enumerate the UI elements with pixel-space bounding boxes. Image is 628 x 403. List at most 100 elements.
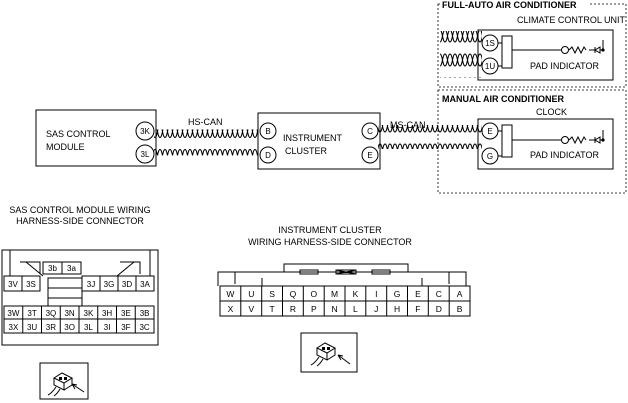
ic-pin-s: S — [269, 289, 275, 299]
sas-pin-3t: 3T — [27, 309, 36, 318]
ic-pin-n: N — [332, 304, 338, 314]
sas-module-label-2: MODULE — [46, 142, 85, 152]
ic-pin-c: C — [436, 289, 442, 299]
pin-g-clock-label: G — [487, 152, 493, 161]
pin-c-cluster-label: C — [367, 127, 373, 136]
sas-pin-3g: 3G — [104, 280, 115, 289]
ic-pin-w: W — [226, 289, 234, 299]
instrument-cluster: INSTRUMENT CLUSTER B D C E — [257, 112, 381, 170]
sas-connector: SAS CONTROL MODULE WIRING HARNESS-SIDE C… — [1, 205, 159, 346]
ic-pin-b: B — [457, 304, 463, 314]
ic-pin-l: L — [353, 304, 358, 314]
climate-control-unit-box — [477, 29, 614, 81]
pin-e-cluster — [361, 146, 379, 164]
ic-pin-g: G — [394, 289, 401, 299]
clock-label: CLOCK — [536, 107, 567, 117]
sas-pin-3x: 3X — [9, 323, 19, 332]
sas-pin-3i: 3I — [104, 323, 111, 332]
sas-pin-3d: 3D — [122, 280, 132, 289]
ic-connector-view-icon — [300, 332, 358, 373]
sas-pin-3j: 3J — [87, 280, 95, 289]
ic-row-1: W U S Q O M K I G E C A — [219, 285, 471, 302]
hs-can-label: HS-CAN — [188, 117, 223, 127]
sas-pin-3b: 3B — [140, 309, 150, 318]
ic-pin-v: V — [248, 304, 254, 314]
ic-pin-e: E — [415, 289, 421, 299]
sas-pin-3h: 3H — [102, 309, 112, 318]
manual-pad-indicator-label: PAD INDICATOR — [530, 150, 600, 160]
ic-pin-r: R — [290, 304, 296, 314]
sas-connector-view-icon — [39, 362, 89, 400]
pin-b-cluster — [259, 122, 277, 140]
clock-driver-block — [501, 124, 513, 158]
instrument-cluster-connector: INSTRUMENT CLUSTER WIRING HARNESS-SIDE C… — [217, 225, 471, 317]
sas-pin-3b-top: 3b — [48, 264, 57, 273]
instrument-cluster-label-2: CLUSTER — [285, 146, 328, 156]
ic-row-2: X V T R P N L J H F D B — [219, 300, 471, 317]
sas-pin-3s: 3S — [26, 280, 36, 289]
driver-block — [501, 35, 513, 69]
sas-connector-title-1: SAS CONTROL MODULE WIRING — [9, 205, 150, 215]
sas-pin-3v: 3V — [8, 280, 18, 289]
sas-pin-3l: 3L — [84, 323, 93, 332]
sas-pin-3r: 3R — [46, 323, 56, 332]
ic-pin-u: U — [248, 289, 254, 299]
pin-e-cluster-label: E — [367, 151, 372, 160]
sas-connector-title-2: HARNESS-SIDE CONNECTOR — [16, 216, 144, 226]
ic-pin-t: T — [269, 304, 274, 314]
sas-row-3: 3X 3U 3R 3O 3L 3I 3F 3C — [3, 318, 155, 334]
ic-pin-q: Q — [290, 289, 297, 299]
led-icon — [561, 136, 569, 144]
full-auto-pad-indicator-label: PAD INDICATOR — [530, 61, 600, 71]
sas-pin-3a-top: 3a — [67, 264, 76, 273]
pin-e-clock-label: E — [487, 127, 492, 136]
sas-pin-3c: 3C — [139, 323, 149, 332]
sas-pin-3e: 3E — [121, 309, 131, 318]
sas-row-2: 3W 3T 3Q 3N 3K 3H 3E 3B — [3, 305, 155, 320]
sas-pin-3k: 3K — [84, 309, 94, 318]
ic-pin-x: X — [228, 304, 234, 314]
ic-pin-m: M — [331, 289, 338, 299]
sas-pin-3n: 3N — [64, 309, 74, 318]
full-auto-twisted-pair — [440, 31, 482, 78]
full-auto-ac-title: FULL-AUTO AIR CONDITIONER — [442, 0, 577, 10]
climate-control-unit-label: CLIMATE CONTROL UNIT — [517, 15, 626, 25]
resistor-icon — [568, 135, 587, 145]
diode-icon — [589, 46, 601, 54]
sas-pin-3u: 3U — [27, 323, 37, 332]
ic-connector-title-2: WIRING HARNESS-SIDE CONNECTOR — [248, 237, 412, 247]
ic-connector-title-1: INSTRUMENT CLUSTER — [278, 225, 382, 235]
manual-ac-title: MANUAL AIR CONDITIONER — [442, 94, 564, 104]
ic-pin-p: P — [311, 304, 317, 314]
manual-ac-border — [437, 89, 627, 194]
sas-connector-body — [1, 249, 159, 346]
ic-pin-j: J — [374, 304, 378, 314]
pin-d-cluster — [259, 146, 277, 164]
ms-can-twisted-pair — [378, 125, 482, 149]
led-icon — [561, 46, 569, 54]
sas-module-label-1: SAS CONTROL — [46, 129, 111, 139]
sas-pin-3w: 3W — [7, 309, 19, 318]
pin-3l-label: 3L — [141, 150, 150, 159]
pin-d-cluster-label: D — [265, 151, 271, 160]
ic-pin-o: O — [310, 289, 317, 299]
instrument-cluster-label-1: INSTRUMENT — [283, 133, 342, 143]
ic-pin-i: I — [375, 289, 377, 299]
diode-icon — [589, 136, 601, 144]
sas-pin-3f: 3F — [121, 323, 130, 332]
sas-control-module: SAS CONTROL MODULE 3K 3L — [35, 109, 157, 167]
ic-pin-k: K — [353, 289, 359, 299]
ic-pin-h: H — [394, 304, 400, 314]
full-auto-ac-panel: FULL-AUTO AIR CONDITIONER CLIMATE CONTRO… — [437, 0, 627, 88]
ic-pin-d: D — [436, 304, 442, 314]
pin-1s-label: 1S — [485, 39, 495, 48]
ic-pin-f: F — [415, 304, 420, 314]
ic-pin-a: A — [457, 289, 463, 299]
resistor-icon — [568, 45, 587, 55]
pin-b-cluster-label: B — [265, 127, 270, 136]
sas-pin-3a: 3A — [140, 280, 150, 289]
pin-1u-label: 1U — [485, 62, 495, 71]
hs-can-twisted-pair — [154, 129, 258, 156]
pin-3k-label: 3K — [140, 127, 150, 136]
